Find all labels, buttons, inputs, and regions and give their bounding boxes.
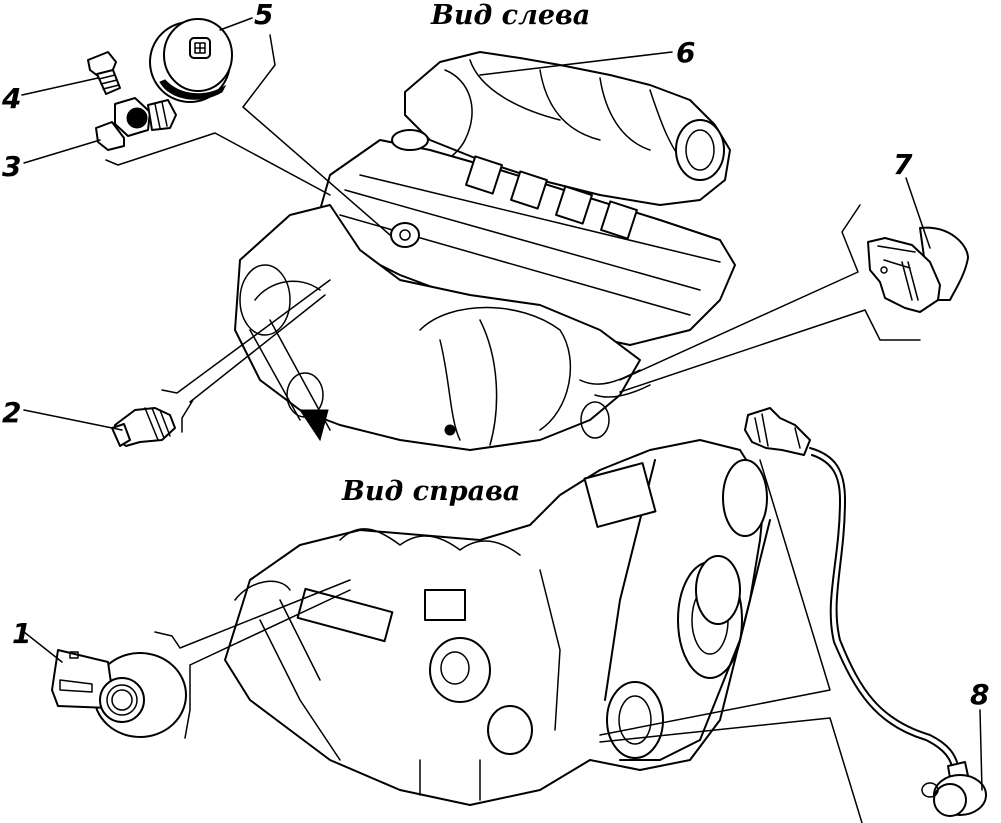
- caption-left-view: Вид слева: [430, 0, 590, 31]
- callout-8: 8: [970, 678, 989, 711]
- component-3-sensor-body: [95, 97, 177, 151]
- callout-2: 2: [2, 396, 21, 429]
- callout-numbers: 1 2 3 4 5 6 7 8: [1, 0, 989, 711]
- upper-pulley: [722, 459, 768, 537]
- caption-right-view: Вид справа: [341, 476, 520, 507]
- crankshaft-pulley: [606, 681, 664, 759]
- oil-filter: [429, 637, 491, 703]
- ignition-coils: [465, 155, 638, 240]
- component-5-cap: [149, 18, 233, 103]
- component-7-sensor: [867, 226, 969, 313]
- component-2-sensor: [111, 407, 176, 447]
- callout-4: 4: [1, 82, 21, 115]
- component-4-sensor: [87, 51, 121, 95]
- engine-left-view: [234, 51, 736, 451]
- engine-right-view: [224, 439, 771, 806]
- component-1-sensor: [51, 649, 187, 738]
- callout-5: 5: [254, 0, 273, 31]
- callout-6: 6: [676, 36, 695, 69]
- component-8-sensor: [744, 407, 987, 817]
- callout-3: 3: [2, 150, 21, 183]
- callout-1: 1: [12, 617, 31, 650]
- callout-7: 7: [893, 148, 913, 181]
- leader-lines: [21, 17, 983, 823]
